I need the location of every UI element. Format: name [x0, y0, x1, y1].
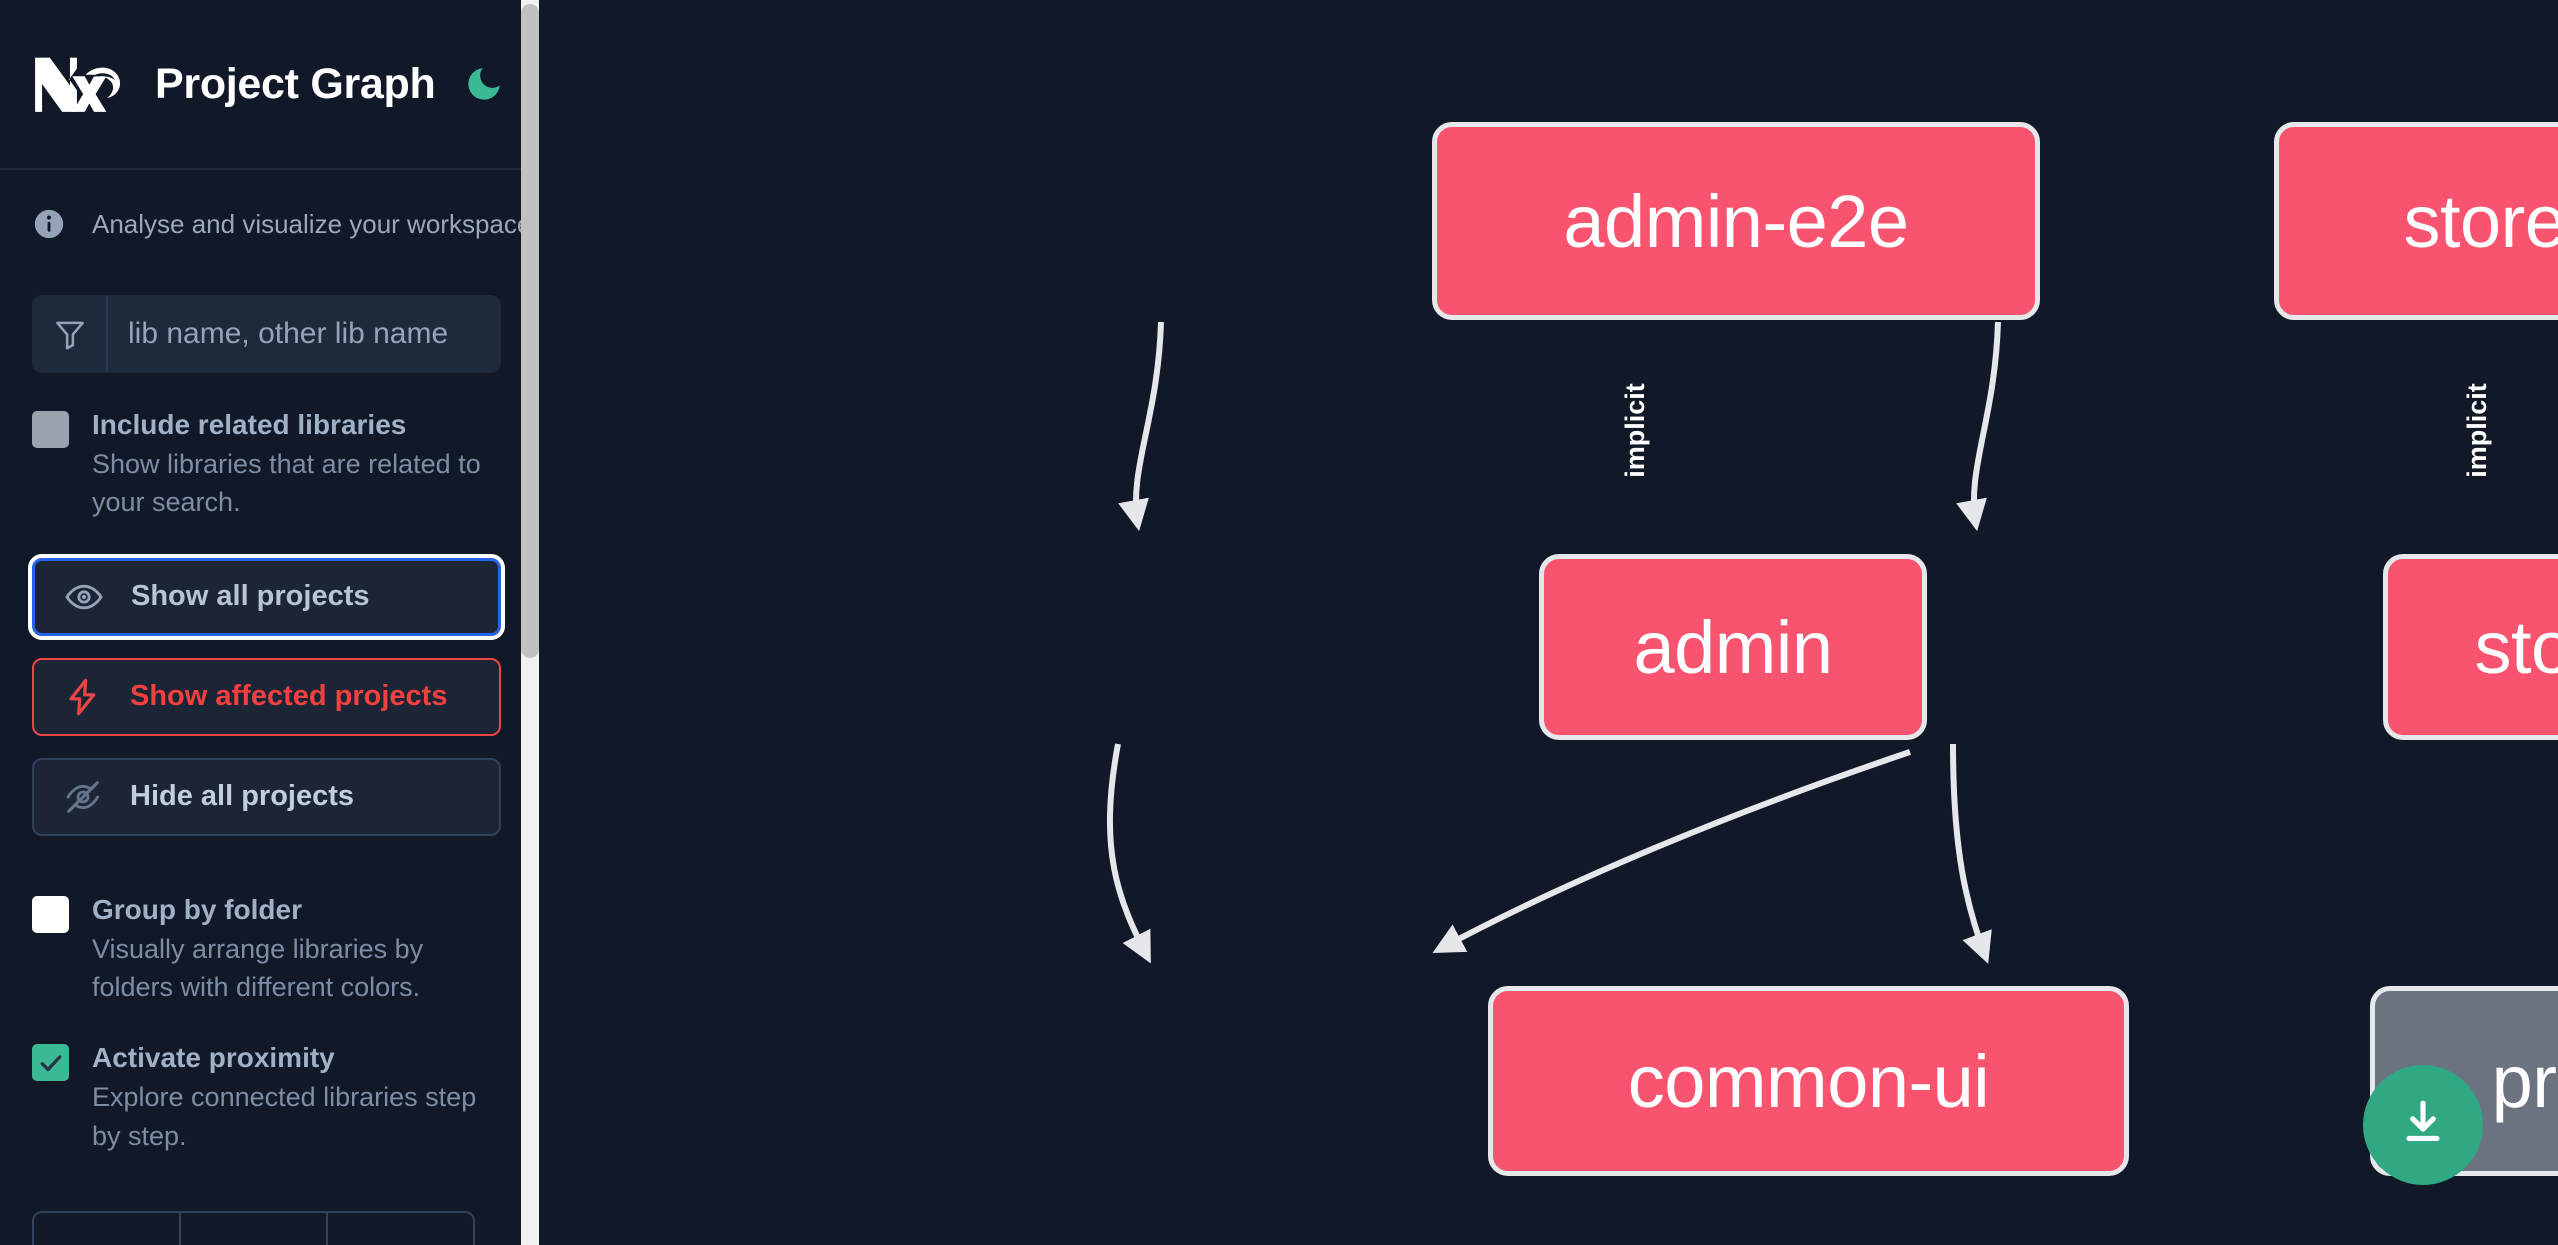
eye-icon: [63, 576, 105, 618]
project-action-buttons: Show all projects Show affected projects: [0, 522, 533, 836]
download-icon: [2395, 1095, 2451, 1156]
edge-store-to-products: [1950, 743, 1992, 964]
graph-node-label: products: [2491, 1039, 2558, 1123]
group-by-folder-label: Group by folder: [92, 893, 302, 925]
workspace-info: Analyse and visualize your workspace.: [0, 170, 539, 278]
proximity-step-decrease[interactable]: [34, 1213, 181, 1245]
graph-node-admin-e2e[interactable]: admin-e2e: [1432, 122, 2040, 320]
edge-admin-to-common-ui: [1107, 743, 1151, 964]
bolt-icon: [62, 676, 104, 718]
group-by-folder-checkbox[interactable]: [32, 895, 69, 933]
search-bar[interactable]: [32, 295, 501, 373]
graph-node-label: common-ui: [1627, 1039, 1990, 1123]
workspace-info-text: Analyse and visualize your workspace.: [92, 208, 539, 239]
check-icon: [40, 1055, 61, 1071]
sidebar-header: Project Graph: [0, 0, 533, 170]
option-group-by-folder[interactable]: Group by folder Visually arrange librari…: [0, 858, 533, 1007]
graph-node-label: admin-e2e: [1563, 179, 1909, 263]
download-graph-button[interactable]: [2363, 1065, 2483, 1185]
show-all-projects-button[interactable]: Show all projects: [28, 553, 505, 640]
sidebar: Project Graph Analyse and visualize your…: [0, 0, 558, 1245]
hide-all-projects-label: Hide all projects: [130, 780, 355, 813]
graph-node-store[interactable]: store: [2383, 554, 2558, 740]
proximity-step-increase[interactable]: [328, 1213, 473, 1245]
edge-admin-e2e-to-admin: [1118, 321, 1164, 532]
graph-node-label: store-e2e: [2403, 179, 2558, 263]
show-affected-projects-label: Show affected projects: [130, 680, 448, 713]
graph-node-label: admin: [1633, 605, 1833, 689]
nx-logo: [32, 53, 125, 115]
graph-node-store-e2e[interactable]: store-e2e: [2274, 122, 2558, 320]
activate-proximity-label: Activate proximity: [92, 1042, 335, 1074]
sidebar-content: Project Graph Analyse and visualize your…: [0, 0, 539, 1245]
activate-proximity-description: Explore connected libraries step by step…: [92, 1082, 477, 1151]
option-activate-proximity[interactable]: Activate proximity Explore connected lib…: [0, 1006, 533, 1155]
filter-icon: [33, 296, 108, 372]
group-by-folder-description: Visually arrange libraries by folders wi…: [92, 933, 424, 1002]
page-title: Project Graph: [155, 59, 436, 108]
include-related-libraries-checkbox[interactable]: [32, 411, 69, 448]
graph-node-common-ui[interactable]: common-ui: [1488, 986, 2129, 1176]
eye-off-icon: [62, 776, 104, 818]
option-include-related-libraries[interactable]: Include related libraries Show libraries…: [0, 373, 533, 522]
search-input[interactable]: [108, 296, 500, 372]
graph-edges: [1107, 321, 2001, 964]
show-all-projects-label: Show all projects: [131, 580, 370, 613]
include-related-libraries-description: Show libraries that are related to your …: [92, 449, 481, 518]
graph-canvas[interactable]: admin-e2e store-e2e admin store common-u…: [558, 0, 2558, 1245]
hide-all-projects-button[interactable]: Hide all projects: [32, 757, 501, 836]
graph-node-admin[interactable]: admin: [1539, 554, 1927, 740]
show-affected-projects-button[interactable]: Show affected projects: [32, 657, 501, 736]
edge-store-e2e-to-store: [1956, 321, 2001, 532]
moon-icon[interactable]: [461, 61, 507, 107]
proximity-step-value[interactable]: [181, 1213, 328, 1245]
activate-proximity-checkbox[interactable]: [32, 1044, 69, 1082]
include-related-libraries-label: Include related libraries: [92, 409, 407, 440]
edge-store-to-common-ui: [1432, 749, 1911, 953]
graph-node-label: store: [2474, 605, 2558, 689]
proximity-step-control[interactable]: [32, 1211, 475, 1245]
sidebar-gutter: [539, 0, 558, 1245]
info-icon: [32, 207, 66, 241]
sidebar-scrollbar-thumb[interactable]: [521, 4, 539, 658]
